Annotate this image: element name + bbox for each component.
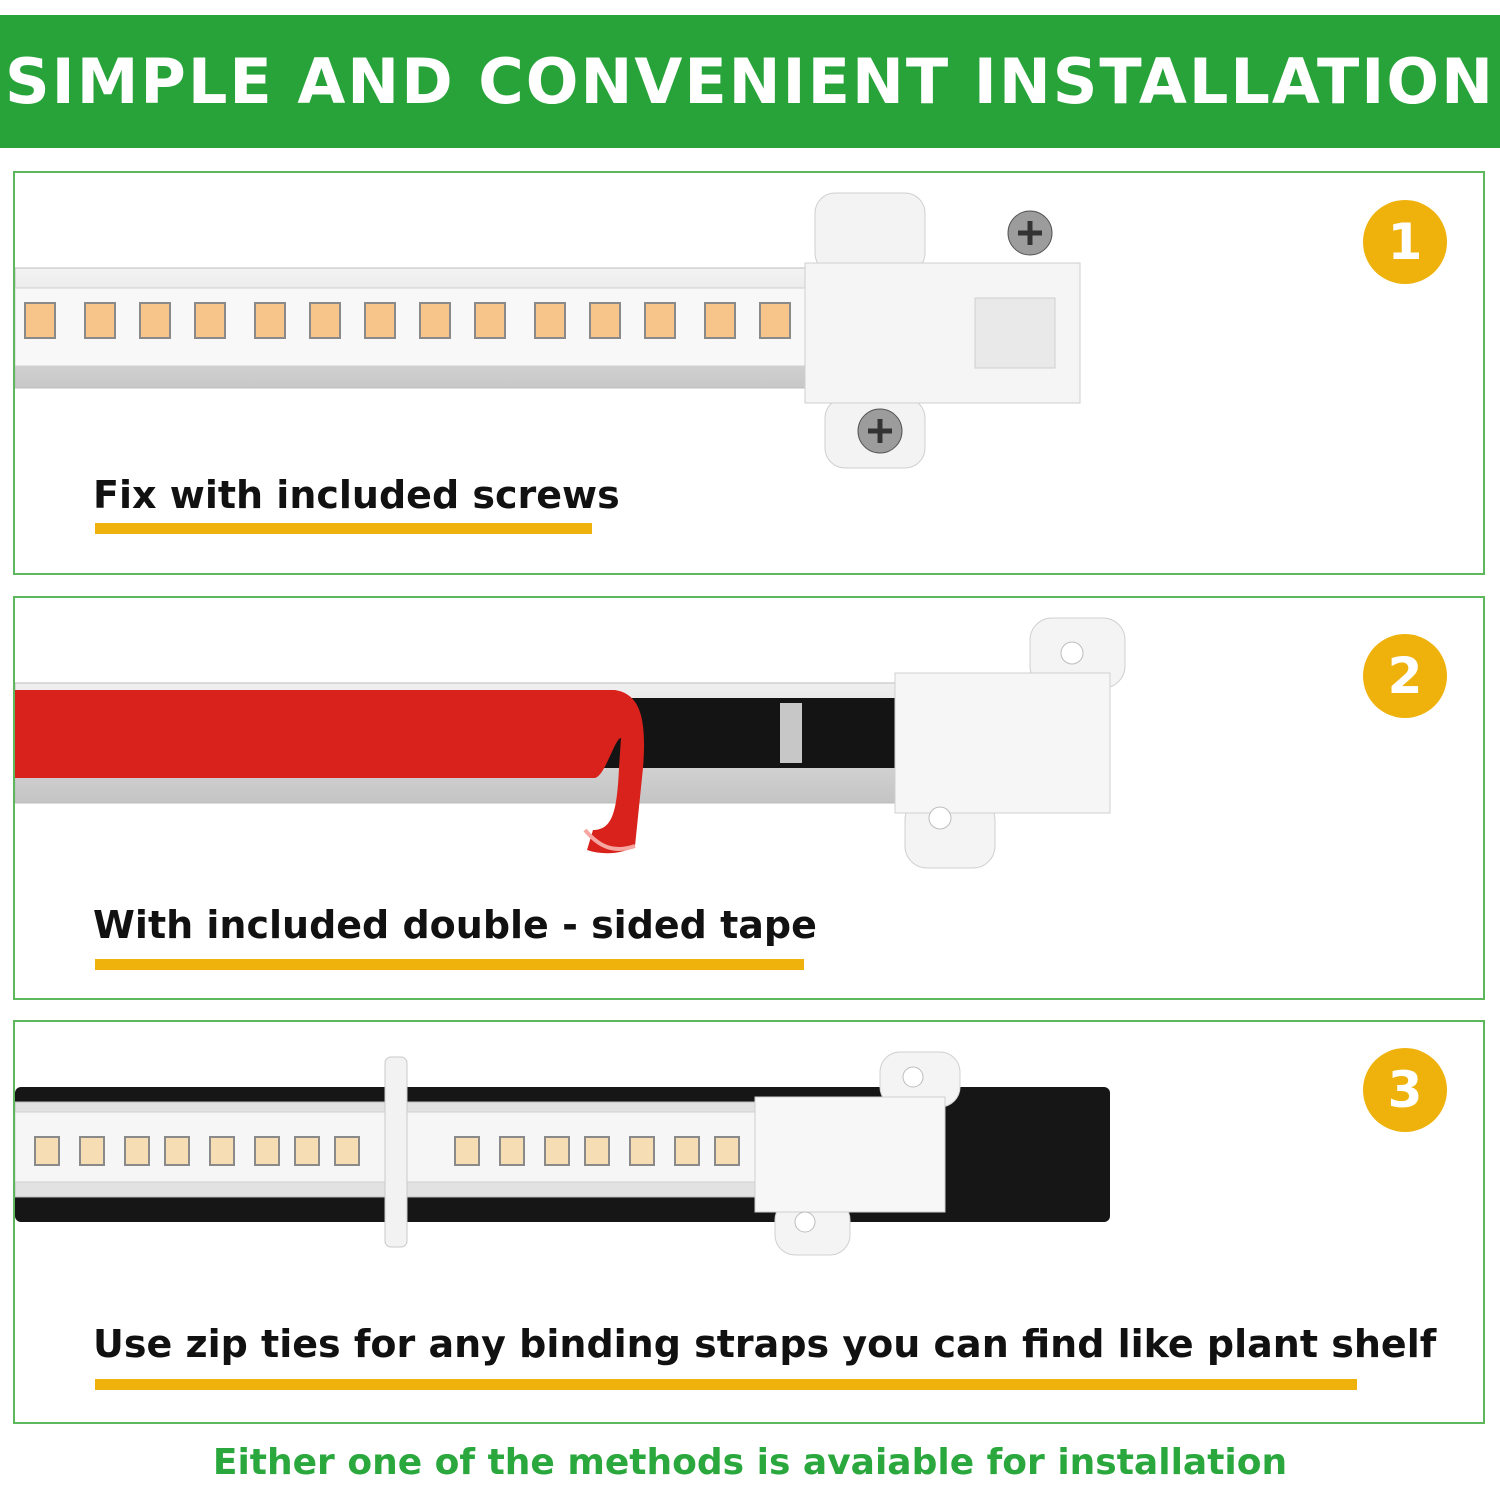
step-caption: Fix with included screws bbox=[93, 473, 620, 517]
screw-mount-illustration bbox=[15, 192, 1081, 469]
zip-tie-mount-illustration bbox=[15, 1051, 1110, 1256]
caption-underline bbox=[95, 1379, 1357, 1390]
title-banner: SIMPLE AND CONVENIENT INSTALLATION bbox=[0, 15, 1500, 148]
step-number-badge: 2 bbox=[1363, 634, 1447, 718]
page-title: SIMPLE AND CONVENIENT INSTALLATION bbox=[5, 45, 1495, 118]
step-2-panel: 2 With included double - sided tape bbox=[13, 596, 1485, 1000]
caption-underline bbox=[95, 959, 804, 970]
step-caption: Use zip ties for any binding straps you … bbox=[93, 1322, 1437, 1366]
tape-mount-illustration bbox=[15, 617, 1126, 869]
step-3-panel: 3 Use zip ties for any binding straps yo… bbox=[13, 1020, 1485, 1424]
caption-underline bbox=[95, 523, 592, 534]
step-number-badge: 3 bbox=[1363, 1048, 1447, 1132]
installation-note: Either one of the methods is avaiable fo… bbox=[212, 1442, 1288, 1483]
step-1-panel: 1 Fix with included screws bbox=[13, 171, 1485, 575]
step-number-badge: 1 bbox=[1363, 200, 1447, 284]
step-caption: With included double - sided tape bbox=[93, 903, 817, 947]
